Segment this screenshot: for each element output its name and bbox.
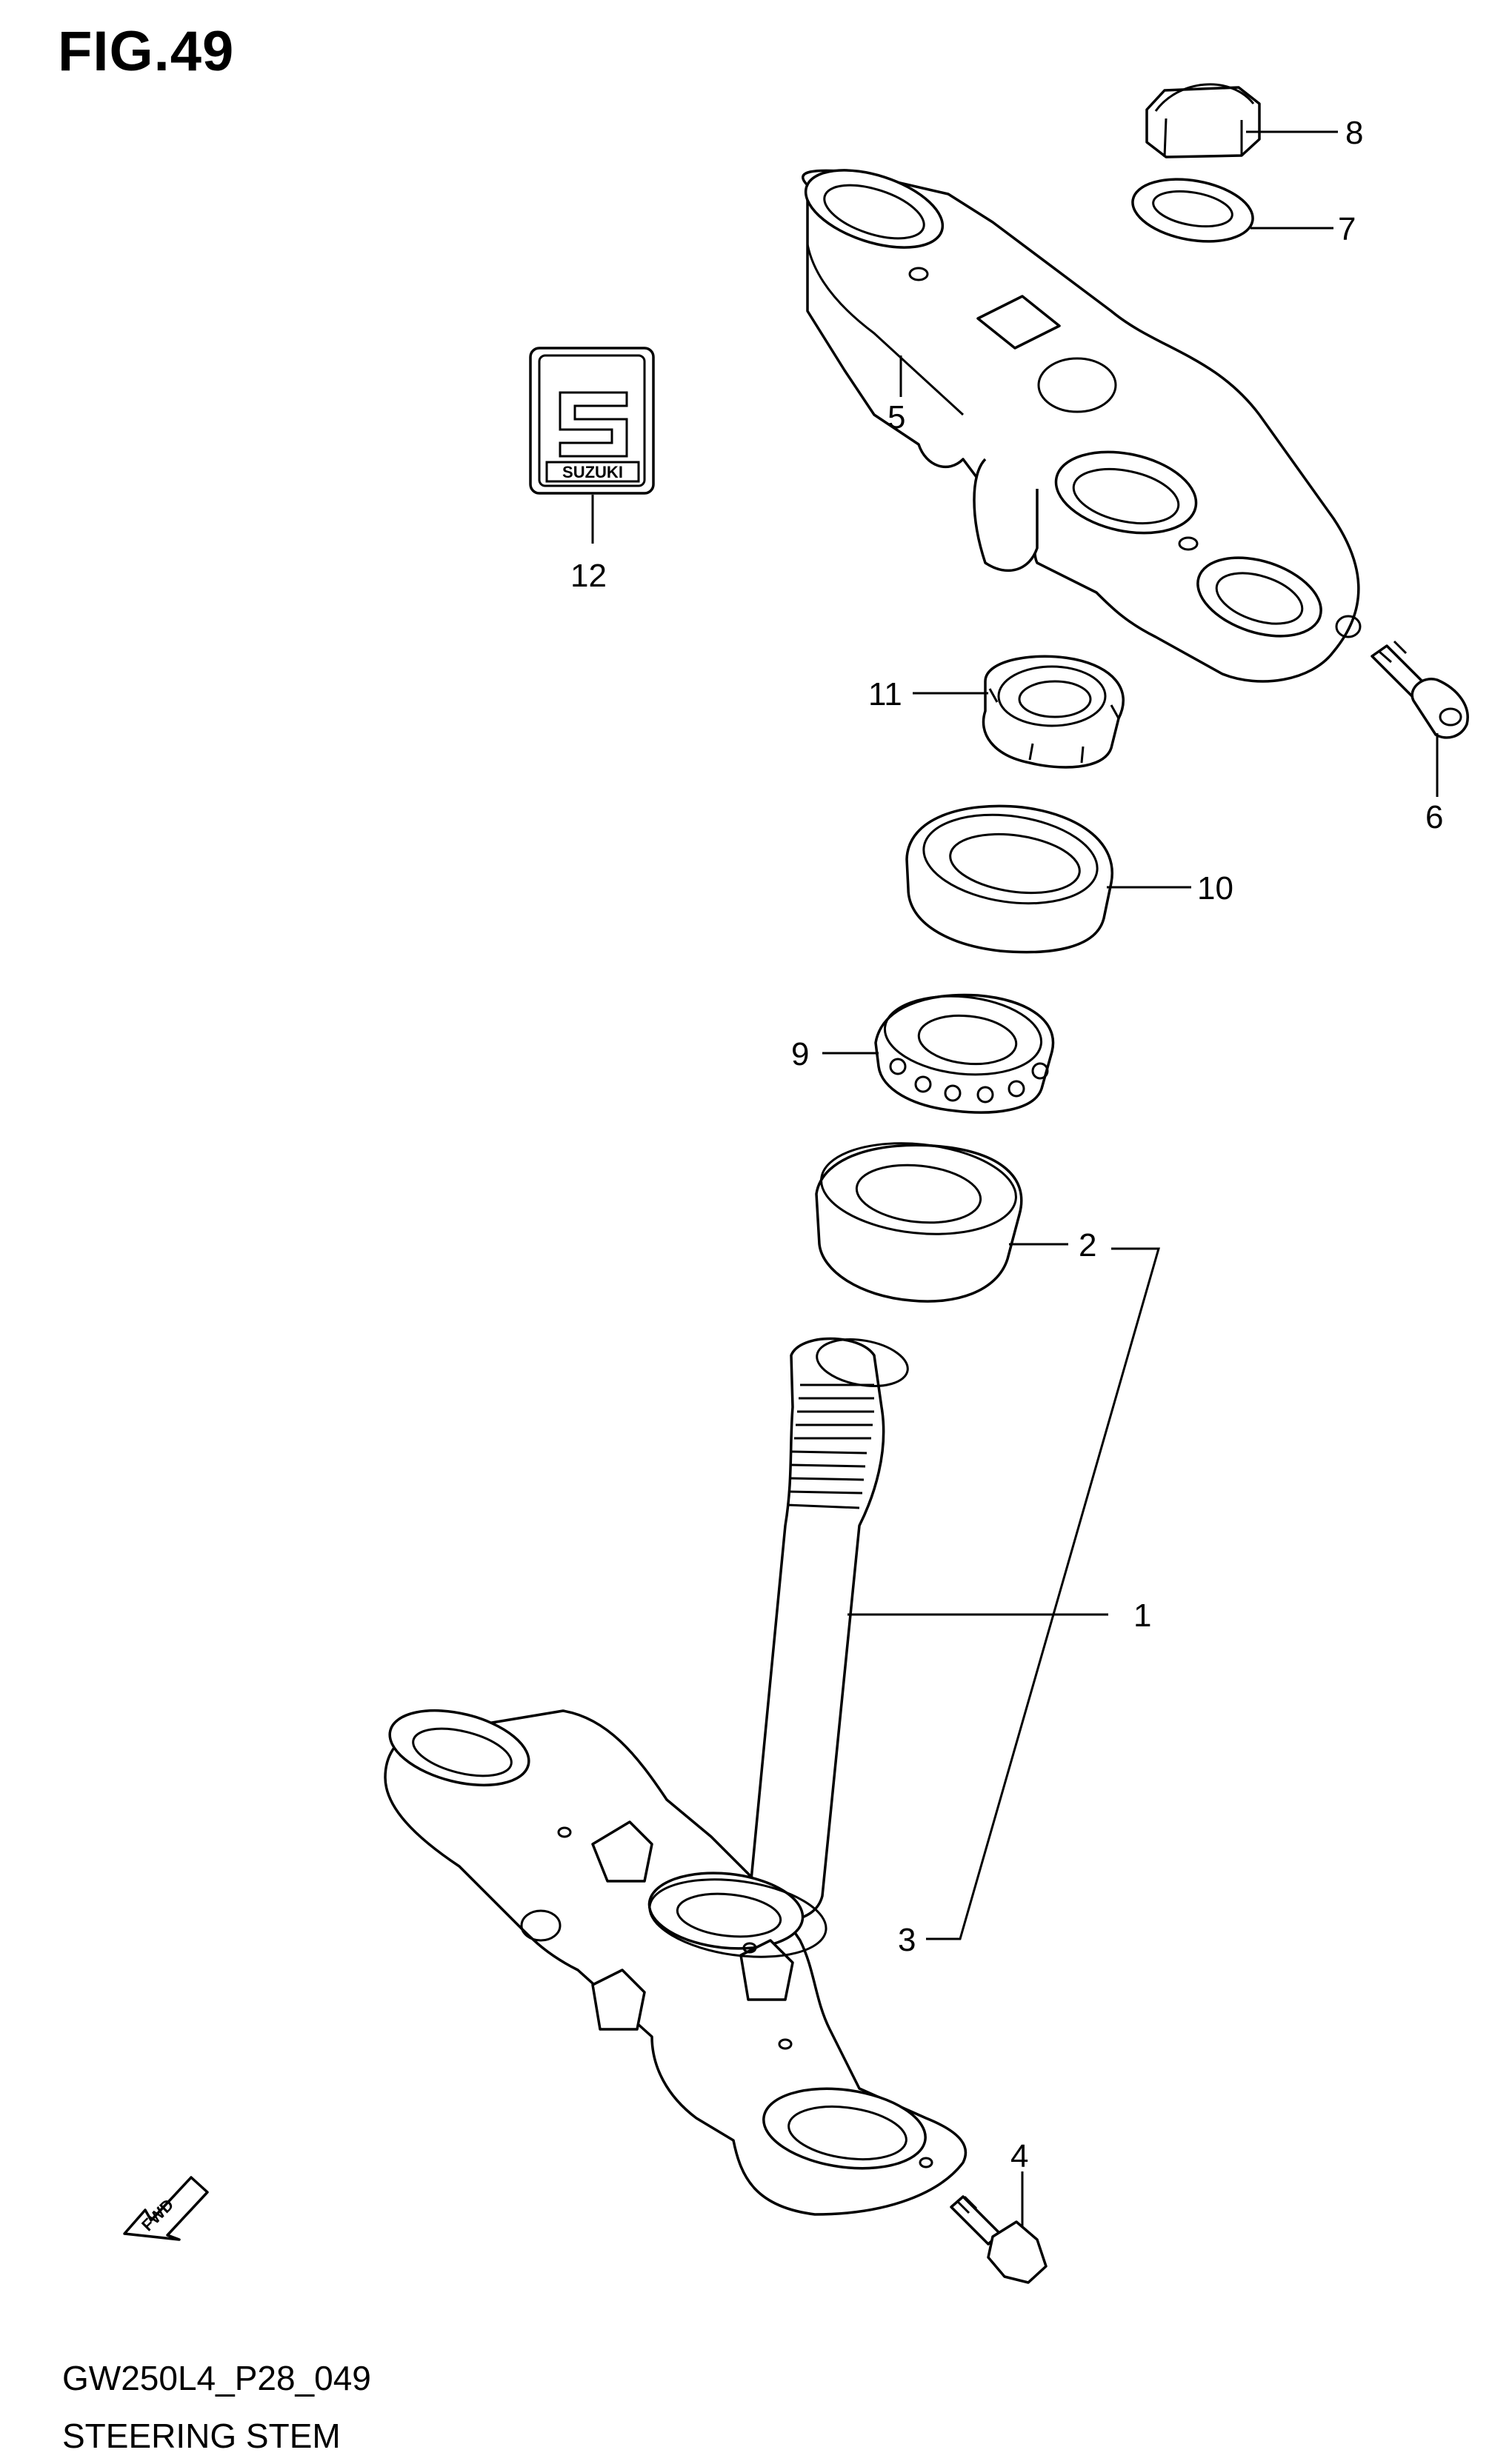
part-lower-bracket: [384, 1709, 968, 2216]
part-12-suzuki-badge: SUZUKI: [529, 347, 655, 495]
callout-4: 4: [1010, 2138, 1028, 2174]
fwd-arrow-icon: FWD: [123, 2176, 209, 2241]
part-1-steering-stem: [747, 1337, 909, 1922]
callout-3: 3: [898, 1922, 916, 1958]
part-11-stem-nut: [982, 655, 1125, 769]
part-2-outer-race: [815, 1142, 1023, 1303]
callout-9: 9: [791, 1036, 809, 1072]
callout-11: 11: [868, 676, 902, 712]
part-8-cap-nut: [1145, 83, 1261, 158]
callout-8: 8: [1345, 115, 1363, 151]
part-4-bolt: [950, 2195, 1048, 2284]
diagram-code: GW250L4_P28_049: [62, 2359, 371, 2397]
callout-1: 1: [1133, 1597, 1151, 1634]
callout-12: 12: [570, 558, 607, 594]
part-9-bearing: [874, 993, 1055, 1114]
callout-7: 7: [1338, 211, 1356, 247]
callout-5: 5: [887, 399, 905, 435]
figure-title: FIG.49: [58, 20, 235, 83]
part-6-bolt: [1371, 640, 1469, 739]
part-3-dust-seal: [648, 1878, 827, 1958]
diagram-name: STEERING STEM: [62, 2417, 341, 2455]
part-7-washer: [1131, 178, 1254, 243]
part-10-dust-seal: [905, 804, 1113, 954]
part-5-upper-bracket: [802, 169, 1362, 683]
leader-lines: [591, 130, 1439, 2228]
callout-numbers: 1 2 3 4 5 6 7 8 9 10 11 12: [570, 115, 1443, 2174]
callout-2: 2: [1079, 1227, 1096, 1263]
callout-10: 10: [1197, 870, 1233, 907]
callout-6: 6: [1425, 799, 1443, 835]
badge-text: SUZUKI: [562, 463, 623, 481]
